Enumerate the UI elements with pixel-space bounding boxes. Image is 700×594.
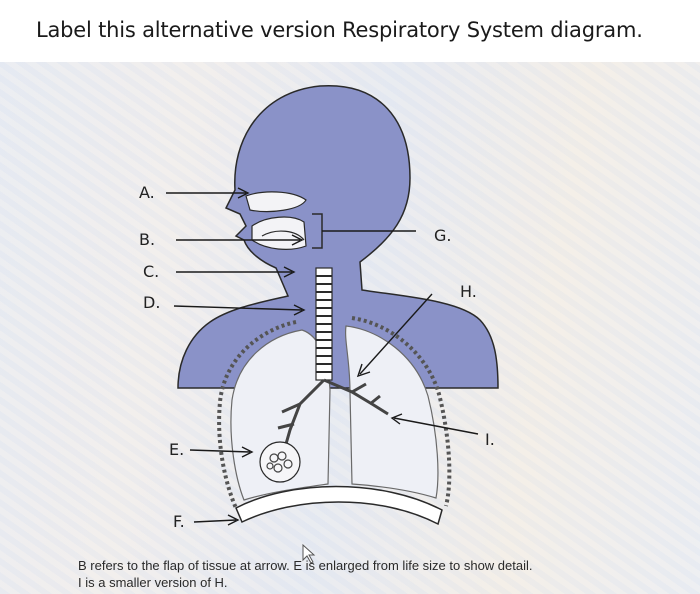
label-e: E. [169, 440, 185, 459]
arrow-i [393, 417, 479, 435]
pleura-right [351, 316, 452, 507]
label-c: C. [143, 262, 160, 281]
arrow-d [173, 305, 303, 311]
page-title: Label this alternative version Respirato… [36, 18, 643, 42]
arrow-h [359, 293, 433, 375]
alveoli-clusters [266, 451, 293, 473]
nasal-cavity [245, 191, 307, 213]
diaphragm [235, 485, 443, 526]
oral-cavity [251, 216, 307, 250]
arrow-e [189, 449, 251, 453]
cursor-icon [302, 543, 316, 564]
label-d: D. [143, 293, 161, 312]
caption-line-1: B refers to the flap of tissue at arrow.… [78, 558, 533, 573]
label-g: G. [434, 226, 452, 245]
label-arrows [166, 187, 479, 526]
label-b: B. [139, 230, 156, 249]
alveoli-detail [259, 441, 301, 483]
right-lung [345, 325, 439, 499]
label-f: F. [173, 512, 185, 531]
label-i: I. [485, 430, 495, 449]
body-silhouette [177, 85, 499, 389]
trachea-rings [316, 275, 332, 373]
caption-line-2: I is a smaller version of H. [78, 575, 228, 590]
tongue [261, 230, 305, 241]
label-h: H. [460, 282, 477, 301]
arrow-f [193, 519, 237, 523]
label-a: A. [139, 183, 155, 202]
